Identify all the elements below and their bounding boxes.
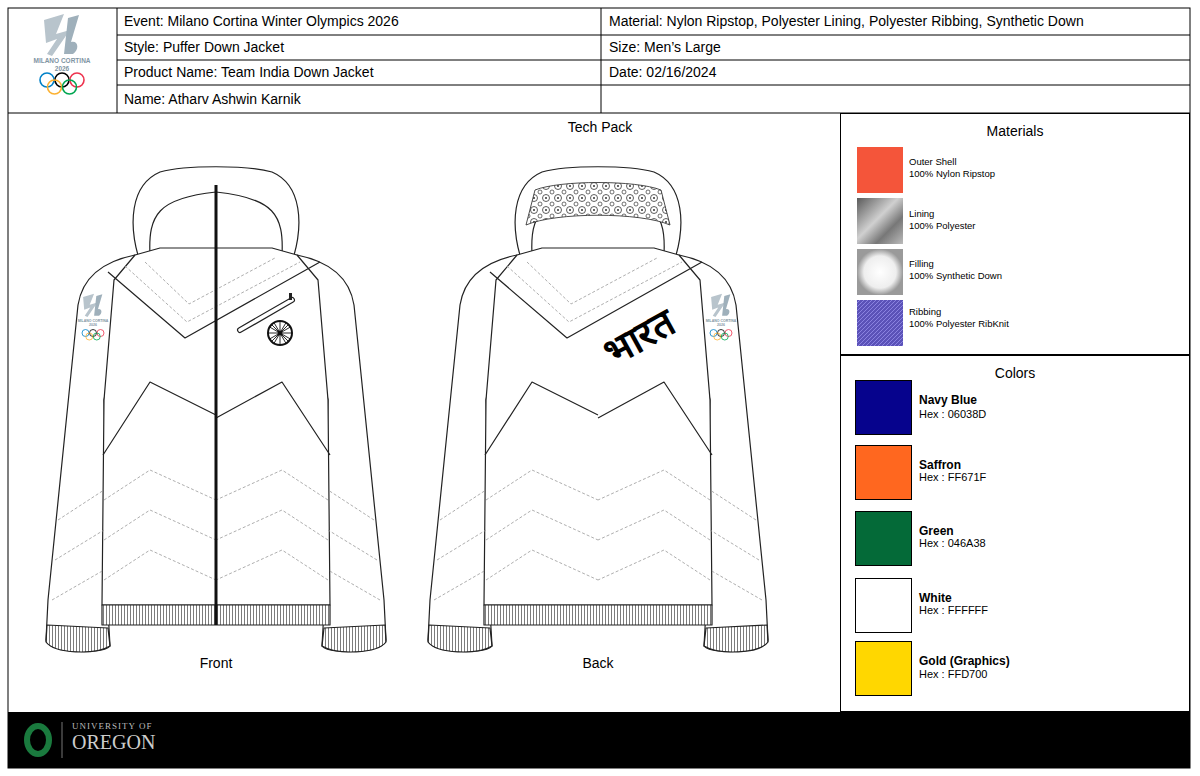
material-spec: 100% Synthetic Down: [909, 271, 1002, 282]
footer-text: UNIVERSITY OF: [72, 721, 152, 731]
color-name: Navy Blue: [919, 394, 977, 408]
panel-heading: Materials: [841, 123, 1189, 139]
footer-text: OREGON: [72, 731, 155, 754]
color-name: Saffron: [919, 459, 961, 473]
back-graphic-text: भारत: [597, 301, 684, 376]
header-field: Product Name: Team India Down Jacket: [124, 64, 374, 80]
material-spec: 100% Polyester: [909, 221, 976, 232]
sleeve-logo-text: 2026: [717, 323, 725, 327]
material-name: Lining: [909, 209, 934, 220]
hex-code: Hex : 046A38: [919, 537, 986, 550]
panel-box: Materials: [840, 113, 1190, 355]
sleeve-logo-text: MILANO CORTINA: [706, 319, 737, 323]
material-spec: 100% Nylon Ripstop: [909, 169, 995, 180]
sleeve-logo-text: 2026: [89, 323, 97, 327]
material-name: Outer Shell: [909, 157, 957, 168]
color-name: White: [919, 592, 952, 606]
panel-heading: Colors: [841, 365, 1189, 381]
view-label: Front: [200, 655, 233, 671]
hex-code: Hex : FFD700: [919, 668, 987, 681]
header-field: Material: Nylon Ripstop, Polyester Linin…: [609, 13, 1084, 29]
header-field: Date: 02/16/2024: [609, 64, 716, 80]
color-swatch: [855, 511, 912, 566]
color-swatch: [855, 578, 912, 633]
material-spec: 100% Polyester RibKnit: [909, 319, 1009, 330]
logo-text: MILANO CORTINA: [33, 57, 90, 64]
color-name: Green: [919, 525, 954, 539]
header-field: Event: Milano Cortina Winter Olympics 20…: [124, 13, 399, 29]
hex-code: Hex : FF671F: [919, 471, 986, 484]
material-name: Ribbing: [909, 307, 941, 318]
material-name: Filling: [909, 259, 934, 270]
color-swatch: [855, 445, 912, 500]
hex-code: Hex : 06038D: [919, 408, 986, 421]
color-name: Gold (Graphics): [919, 655, 1010, 669]
logo-text: 2026: [55, 65, 69, 72]
header-field: Name: Atharv Ashwin Karnik: [124, 91, 301, 107]
view-label: Back: [582, 655, 613, 671]
color-swatch: [855, 380, 912, 435]
color-swatch: [855, 641, 912, 696]
header-field: Style: Puffer Down Jacket: [124, 39, 284, 55]
header-field: Size: Men’s Large: [609, 39, 721, 55]
sheet-title: Tech Pack: [568, 119, 633, 135]
sleeve-logo-text: MILANO CORTINA: [78, 319, 109, 323]
hex-code: Hex : FFFFFF: [919, 604, 988, 617]
